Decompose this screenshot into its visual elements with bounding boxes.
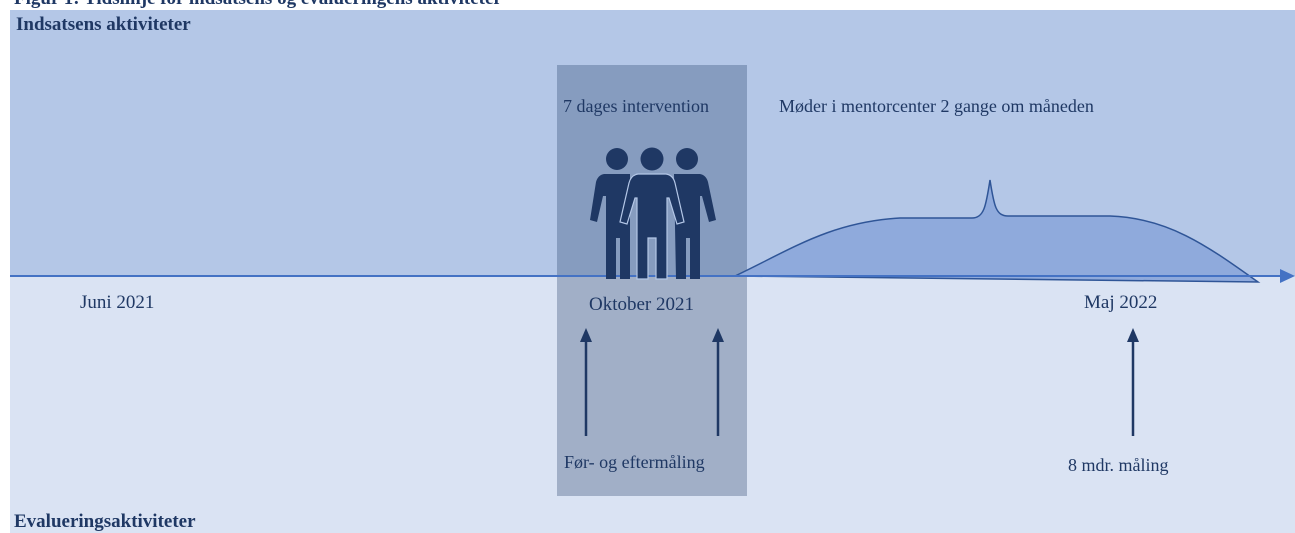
timeline-end-label: Maj 2022 <box>1084 292 1158 313</box>
figure-caption: Figur 1: Tidslinje for indsatsens og eva… <box>14 0 502 10</box>
meetings-period-shape <box>734 179 1261 283</box>
arrow-pre-measure <box>580 328 592 436</box>
evaluation-band <box>10 276 1295 533</box>
three-people-icon <box>590 147 716 280</box>
section-title-evaluation: Evalueringsaktiviteter <box>14 511 196 532</box>
timeline-middle-label: Oktober 2021 <box>589 294 695 315</box>
pre-post-measure-label: Før- og eftermåling <box>564 452 705 472</box>
intervention-label: 7 dages intervention <box>563 96 709 116</box>
timeline-start-label: Juni 2021 <box>80 292 155 313</box>
section-title-activities: Indsatsens aktiviteter <box>16 14 191 35</box>
arrow-post-measure <box>712 328 724 436</box>
timeline-arrowhead <box>1280 269 1295 283</box>
followup-measure-label: 8 mdr. måling <box>1068 455 1169 475</box>
intervention-highlight <box>557 65 747 496</box>
meetings-label: Møder i mentorcenter 2 gange om måneden <box>779 96 1094 116</box>
arrow-8-month-measure <box>1127 328 1139 436</box>
